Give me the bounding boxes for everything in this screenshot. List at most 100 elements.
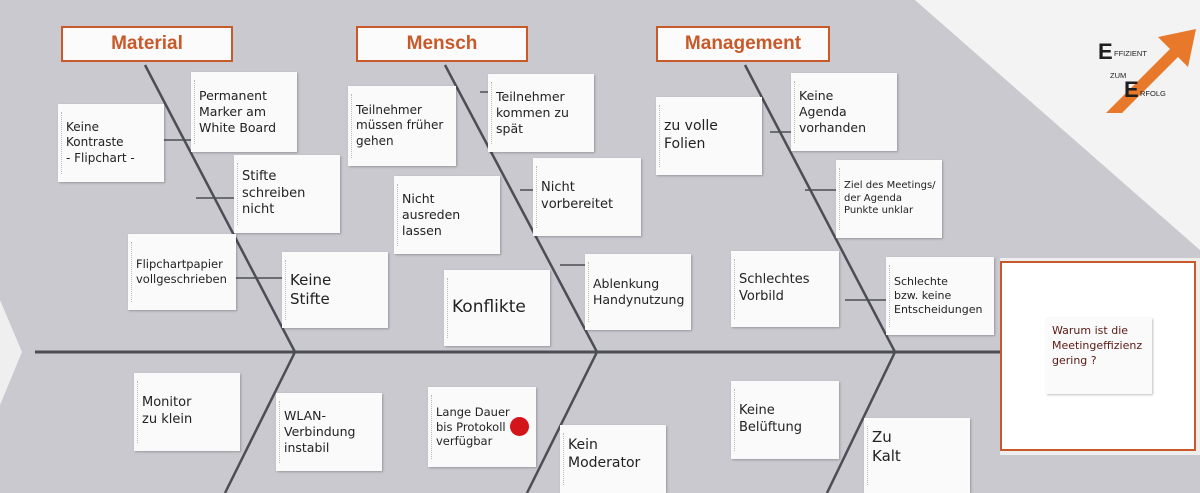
- logo: E FFIZIENT ZUM E RFOLG: [1092, 27, 1198, 113]
- cause-note: Flipchartpapier vollgeschrieben: [128, 234, 236, 310]
- note-line: Kalt: [872, 447, 901, 466]
- note-line: gehen: [356, 133, 394, 148]
- left-notch: [0, 300, 22, 405]
- note-strip: [194, 80, 198, 144]
- cause-note: Teilnehmer kommen zu spät: [488, 74, 594, 152]
- note-line: Flipchartpapier: [136, 257, 223, 272]
- note-line: Keine: [290, 270, 332, 289]
- cause-note: Zu Kalt: [864, 418, 970, 493]
- cause-note: Monitor zu klein: [134, 373, 240, 451]
- logo-letter-e2: E: [1124, 77, 1139, 102]
- note-line: Entscheidungen: [894, 303, 983, 317]
- category-material: Material: [61, 26, 233, 62]
- bone-bottom-1: [223, 351, 297, 493]
- note-line: Vorbild: [739, 289, 784, 304]
- cause-note: Keine Belüftung: [731, 381, 839, 459]
- note-line: Schlechte: [894, 274, 948, 288]
- note-strip: [447, 278, 451, 338]
- cause-note: zu volle Folien: [656, 97, 762, 175]
- logo-line-1: FFIZIENT: [1114, 49, 1147, 58]
- note-strip: [351, 94, 355, 158]
- note-line: Zu: [872, 428, 892, 446]
- note-line: Folien: [664, 136, 706, 152]
- note-line: zu volle: [664, 118, 718, 135]
- note-line: Teilnehmer: [356, 102, 422, 117]
- note-line: lassen: [402, 223, 442, 238]
- cause-note: Schlechtes Vorbild: [731, 251, 839, 327]
- note-strip: [491, 82, 495, 144]
- bone-mensch-top: [443, 64, 599, 353]
- cause-note: Keine Agenda vorhanden: [791, 73, 897, 151]
- note-strip: [889, 265, 893, 327]
- category-label: Mensch: [406, 33, 478, 54]
- cause-note: Nicht vorbereitet: [533, 158, 641, 236]
- note-line: bis Protokoll: [436, 419, 506, 434]
- note-line: Ablenkung: [593, 276, 660, 291]
- note-line: Stifte: [290, 290, 330, 308]
- note-strip: [794, 81, 798, 143]
- note-line: ausreden: [402, 207, 461, 222]
- note-line: der Agenda: [844, 192, 902, 204]
- note-line: Marker am: [199, 104, 267, 119]
- note-strip: [839, 168, 843, 230]
- note-strip: [237, 163, 241, 225]
- cause-note: Ziel des Meetings/ der Agenda Punkte unk…: [836, 160, 942, 238]
- cause-note: Teilnehmer müssen früher gehen: [348, 86, 456, 166]
- logo-line-2: ZUM: [1110, 71, 1127, 80]
- note-strip: [588, 262, 592, 322]
- note-line: White Board: [199, 120, 277, 135]
- note-line: Kontraste: [66, 135, 124, 150]
- note-line: Permanent: [199, 88, 267, 103]
- category-management: Management: [656, 26, 830, 62]
- cause-note: Keine Kontraste - Flipchart -: [58, 104, 164, 182]
- note-line: vorhanden: [799, 120, 867, 135]
- note-line: müssen früher: [356, 118, 444, 133]
- note-strip: [536, 166, 540, 228]
- note-line: schreiben: [242, 185, 306, 201]
- note-line: WLAN-: [284, 408, 327, 423]
- note-line: instabil: [284, 440, 330, 455]
- bone-material-top: [143, 64, 297, 353]
- note-line: Belüftung: [739, 420, 802, 435]
- red-dot-marker: [510, 417, 529, 436]
- note-strip: [61, 112, 65, 174]
- category-label: Management: [684, 33, 802, 54]
- note-line: vorbereitet: [541, 197, 614, 212]
- note-line: zu klein: [142, 412, 193, 427]
- cause-note: Stifte schreiben nicht: [234, 155, 340, 233]
- note-line: Lange Dauer: [436, 404, 510, 419]
- category-label: Material: [111, 33, 183, 54]
- background-corner: [915, 0, 1200, 250]
- note-strip: [137, 381, 141, 443]
- category-mensch: Mensch: [356, 26, 528, 62]
- effect-line: gering ?: [1052, 353, 1097, 367]
- effect-line: Warum ist die: [1052, 324, 1129, 337]
- cause-note: Schlechte bzw. keine Entscheidungen: [886, 257, 994, 335]
- note-line: Kein: [568, 437, 598, 453]
- cause-note: Ablenkung Handynutzung: [585, 254, 691, 330]
- note-strip: [867, 426, 871, 485]
- note-line: Punkte unklar: [844, 205, 914, 217]
- note-line: spät: [496, 121, 524, 136]
- note-line: Keine: [66, 119, 99, 134]
- cause-note: Kein Moderator: [560, 425, 666, 493]
- logo-arrow: [1106, 29, 1196, 113]
- bone-management-top: [743, 64, 897, 353]
- note-line: vollgeschrieben: [136, 272, 227, 286]
- logo-line-3: RFOLG: [1140, 89, 1166, 98]
- note-line: - Flipchart -: [66, 150, 135, 165]
- note-line: kommen zu: [496, 105, 569, 120]
- logo-letter-e1: E: [1098, 39, 1113, 64]
- note-line: Moderator: [568, 454, 641, 471]
- note-line: Keine: [799, 88, 834, 103]
- note-strip: [734, 259, 738, 319]
- note-line: Stifte: [242, 169, 277, 185]
- cause-note: WLAN- Verbindung instabil: [276, 393, 382, 471]
- effect-note: Warum ist die Meetingeffizienz gering ?: [1046, 318, 1152, 394]
- note-line: Nicht: [541, 180, 575, 196]
- note-strip: [431, 395, 435, 459]
- note-line: verfügbar: [436, 434, 493, 449]
- note-line: Schlechtes: [739, 272, 810, 288]
- note-line: Konflikte: [452, 297, 526, 318]
